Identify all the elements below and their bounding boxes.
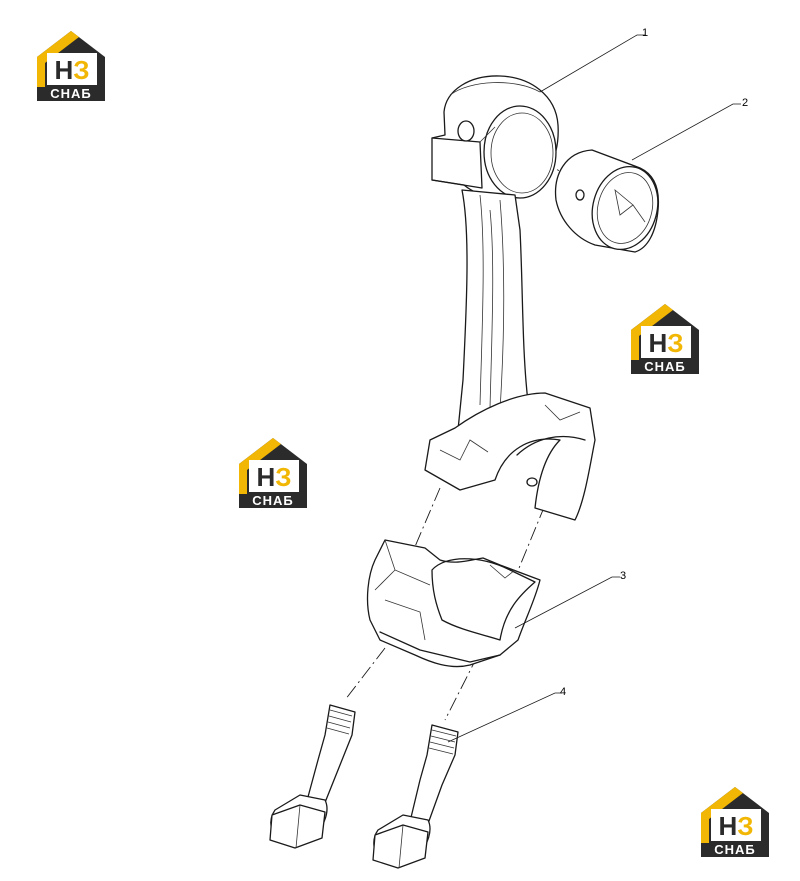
connecting-rod	[424, 75, 596, 521]
watermark-logo-right: НЗ СНАБ	[627, 300, 703, 374]
callout-2: 2	[742, 97, 748, 109]
callout-4: 4	[560, 686, 566, 698]
svg-text:НЗ: НЗ	[54, 55, 89, 85]
callout-1: 1	[642, 27, 648, 39]
connecting-rod-cap	[366, 539, 541, 668]
watermark-sub-text: СНАБ	[714, 842, 756, 857]
callout-3: 3	[620, 570, 626, 582]
rod-bolt-right	[372, 724, 459, 869]
leader-line-1	[539, 34, 645, 93]
svg-text:НЗ: НЗ	[718, 811, 753, 841]
watermark-sub-text: СНАБ	[252, 493, 294, 508]
rod-bolt-left	[269, 704, 356, 849]
watermark-sub-text: СНАБ	[50, 86, 92, 101]
svg-text:НЗ: НЗ	[648, 328, 683, 358]
piston-pin-bushing	[554, 149, 660, 253]
watermark-logo-center-left: НЗ СНАБ	[235, 434, 311, 508]
leader-line-2	[631, 103, 741, 161]
centerline-right-bolt-lower	[444, 654, 479, 721]
leader-line-4	[447, 692, 562, 743]
watermark-logo-top-left: НЗ СНАБ	[33, 27, 109, 101]
centerline-left-bolt-lower	[344, 647, 386, 701]
svg-text:НЗ: НЗ	[256, 462, 291, 492]
watermark-logo-bottom-right: НЗ СНАБ	[697, 783, 773, 857]
leader-line-3	[514, 576, 620, 629]
watermark-sub-text: СНАБ	[644, 359, 686, 374]
